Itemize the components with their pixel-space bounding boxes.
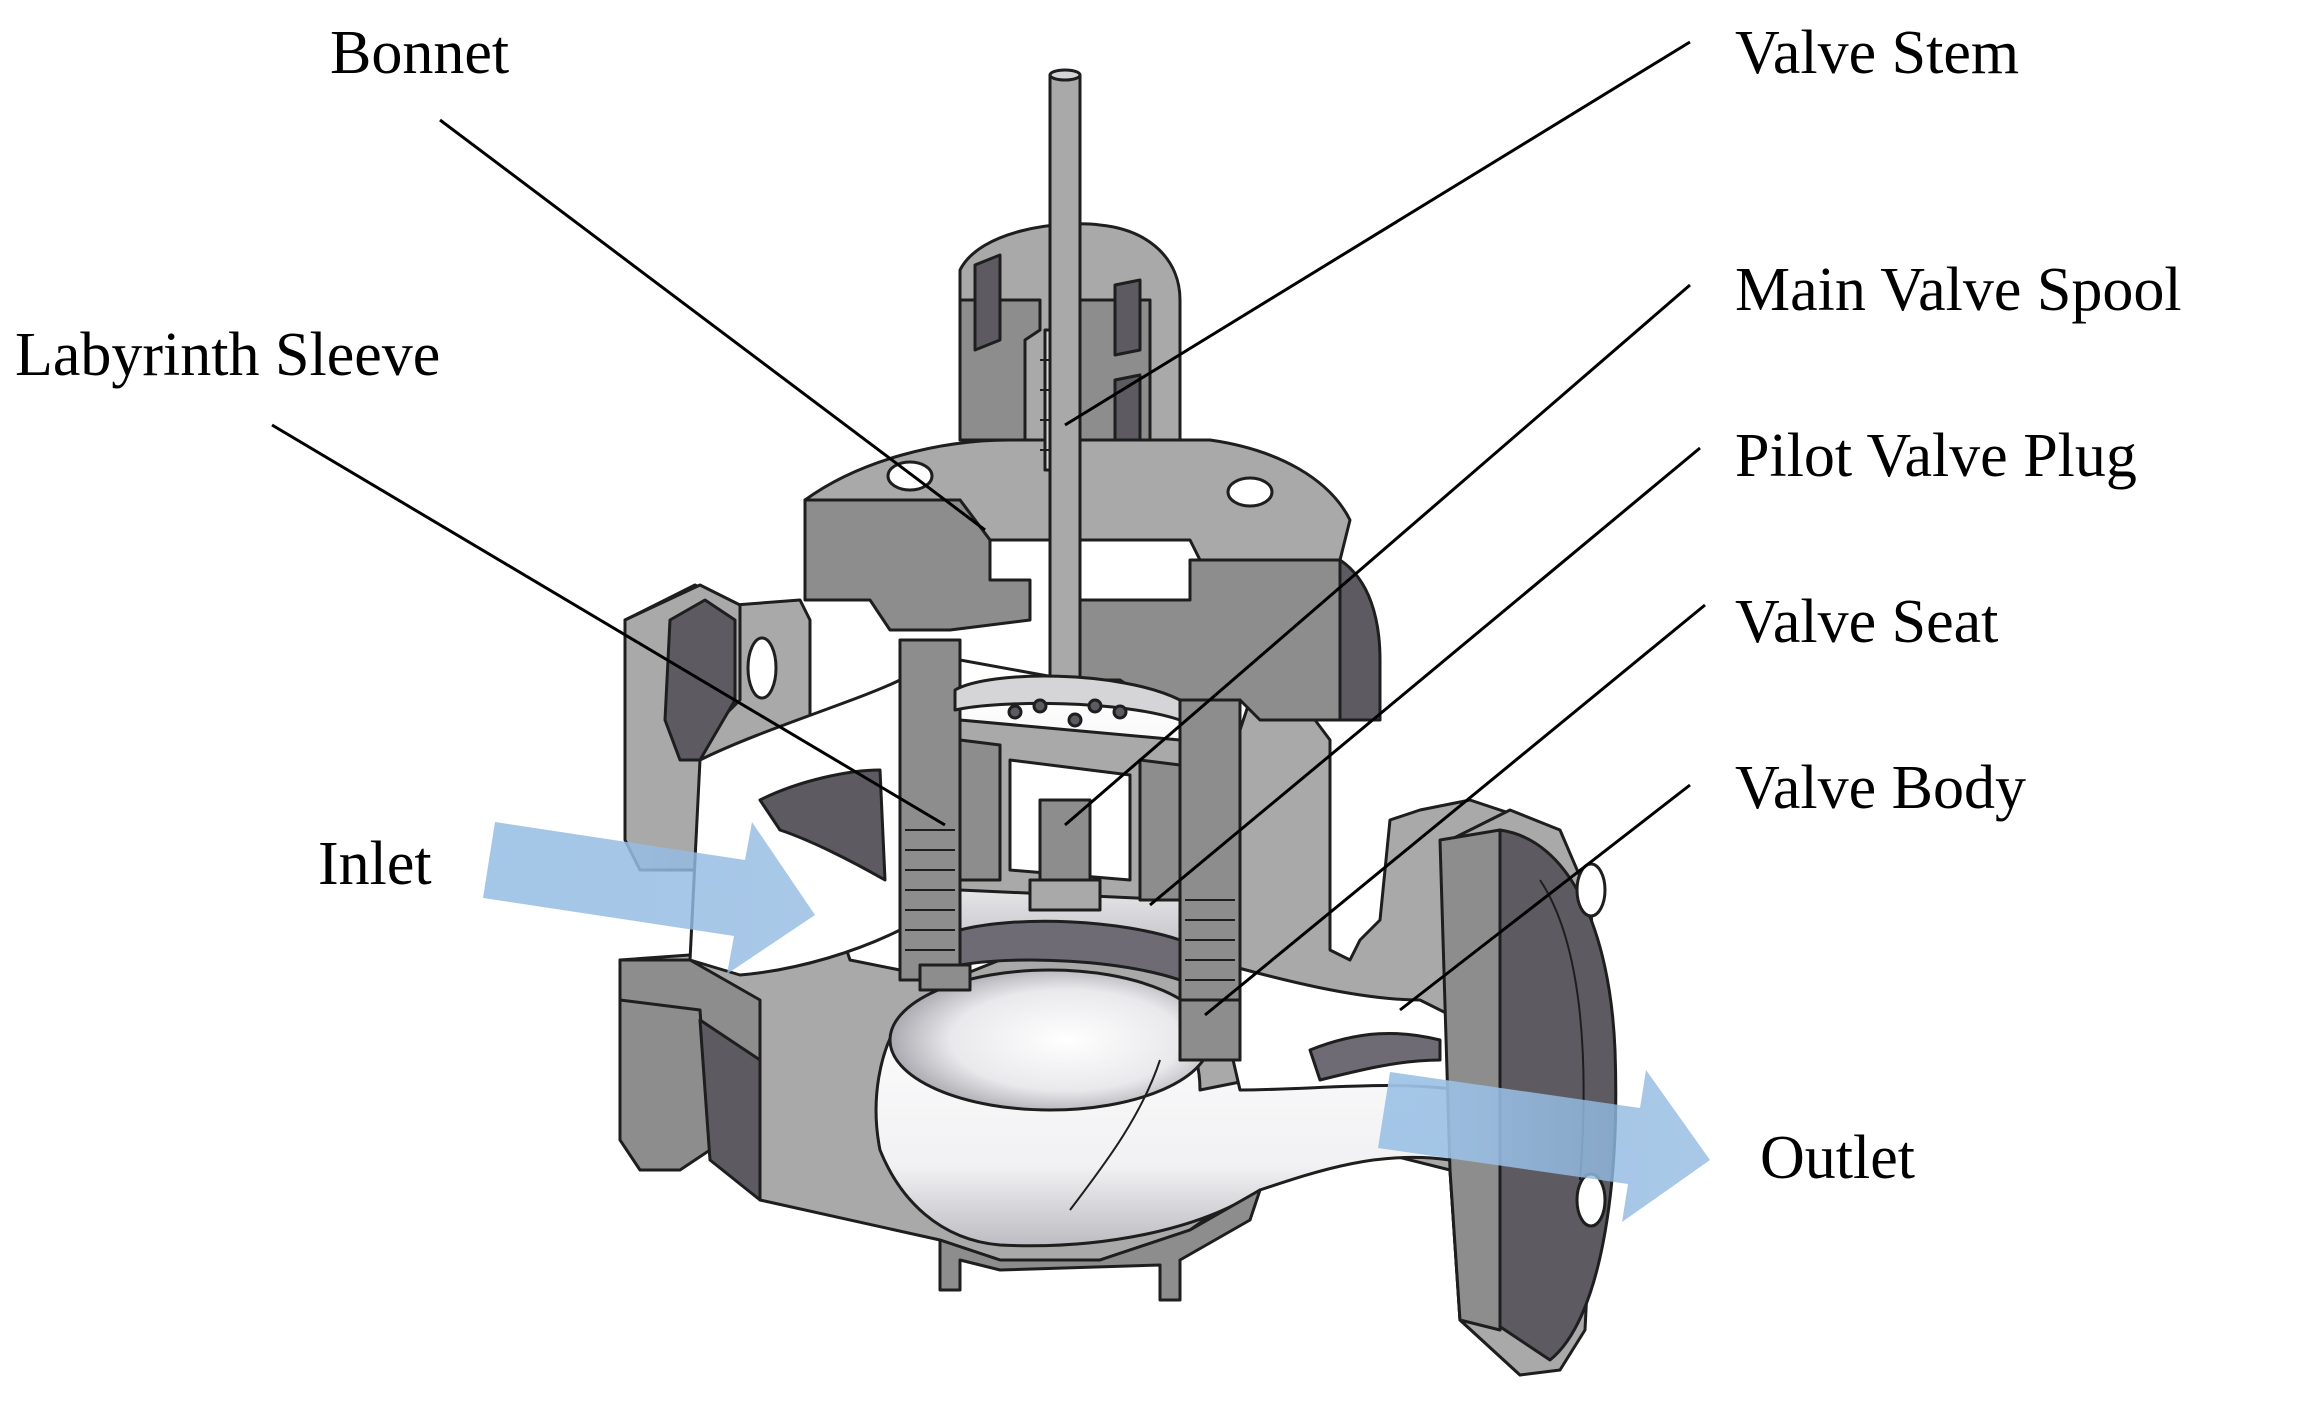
leader-valve-seat [1204,603,1706,1017]
leader-pilot-valve-plug [1149,446,1701,907]
label-bonnet: Bonnet [330,19,509,87]
leader-valve-body [1399,783,1691,1012]
label-inlet: Inlet [318,830,432,898]
label-main-valve-spool: Main Valve Spool [1735,256,2182,324]
labels: Bonnet Valve Stem Labyrinth Sleeve Main … [15,19,2182,1192]
label-valve-body: Valve Body [1735,754,2026,822]
leader-labyrinth-sleeve [271,423,946,827]
label-labyrinth-sleeve: Labyrinth Sleeve [15,321,440,389]
labyrinth-grooves-right [1185,899,1235,1021]
outlet-arrow [1378,1070,1710,1222]
inlet-arrow [483,822,815,974]
leader-main-valve-spool [1064,283,1691,827]
labyrinth-grooves-left [905,829,955,951]
label-outlet: Outlet [1760,1124,1915,1192]
label-valve-seat: Valve Seat [1735,588,1998,656]
leader-bonnet [439,118,986,532]
bonnet [803,222,1382,722]
leader-valve-stem [1064,40,1691,427]
label-valve-stem: Valve Stem [1735,19,2019,87]
leader-lines [271,40,1706,1017]
pilot-valve-plug [1028,798,1102,912]
valve-seat [918,919,1242,1062]
label-pilot-valve-plug: Pilot Valve Plug [1735,422,2137,490]
